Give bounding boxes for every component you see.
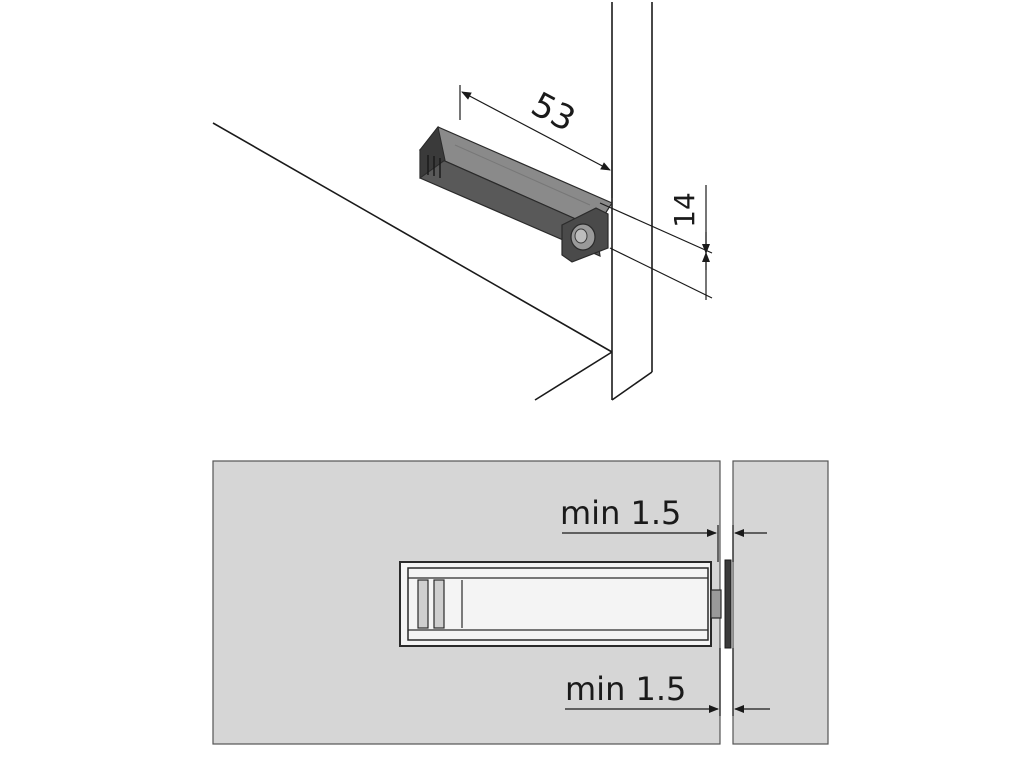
dimension-height-label: 14 [668, 192, 701, 228]
plunger [710, 589, 722, 619]
door-panel [732, 460, 829, 745]
dimension-length [459, 85, 613, 198]
isometric-view: 53 14 [212, 2, 713, 401]
dimension-length-label: 53 [525, 84, 582, 140]
dimension-height [599, 185, 713, 300]
device-plan [399, 559, 732, 649]
plan-view: min 1.5 min 1.5 [212, 460, 829, 745]
door-edge [611, 2, 653, 401]
gap-label-bottom: min 1.5 [565, 670, 686, 708]
push-to-open-device [419, 125, 613, 263]
gap-label-top: min 1.5 [560, 494, 681, 532]
gap-dimension-top [562, 525, 767, 562]
cabinet-panel [212, 122, 613, 401]
striker-plate [724, 559, 732, 649]
gap-dimension-bottom [565, 648, 770, 716]
